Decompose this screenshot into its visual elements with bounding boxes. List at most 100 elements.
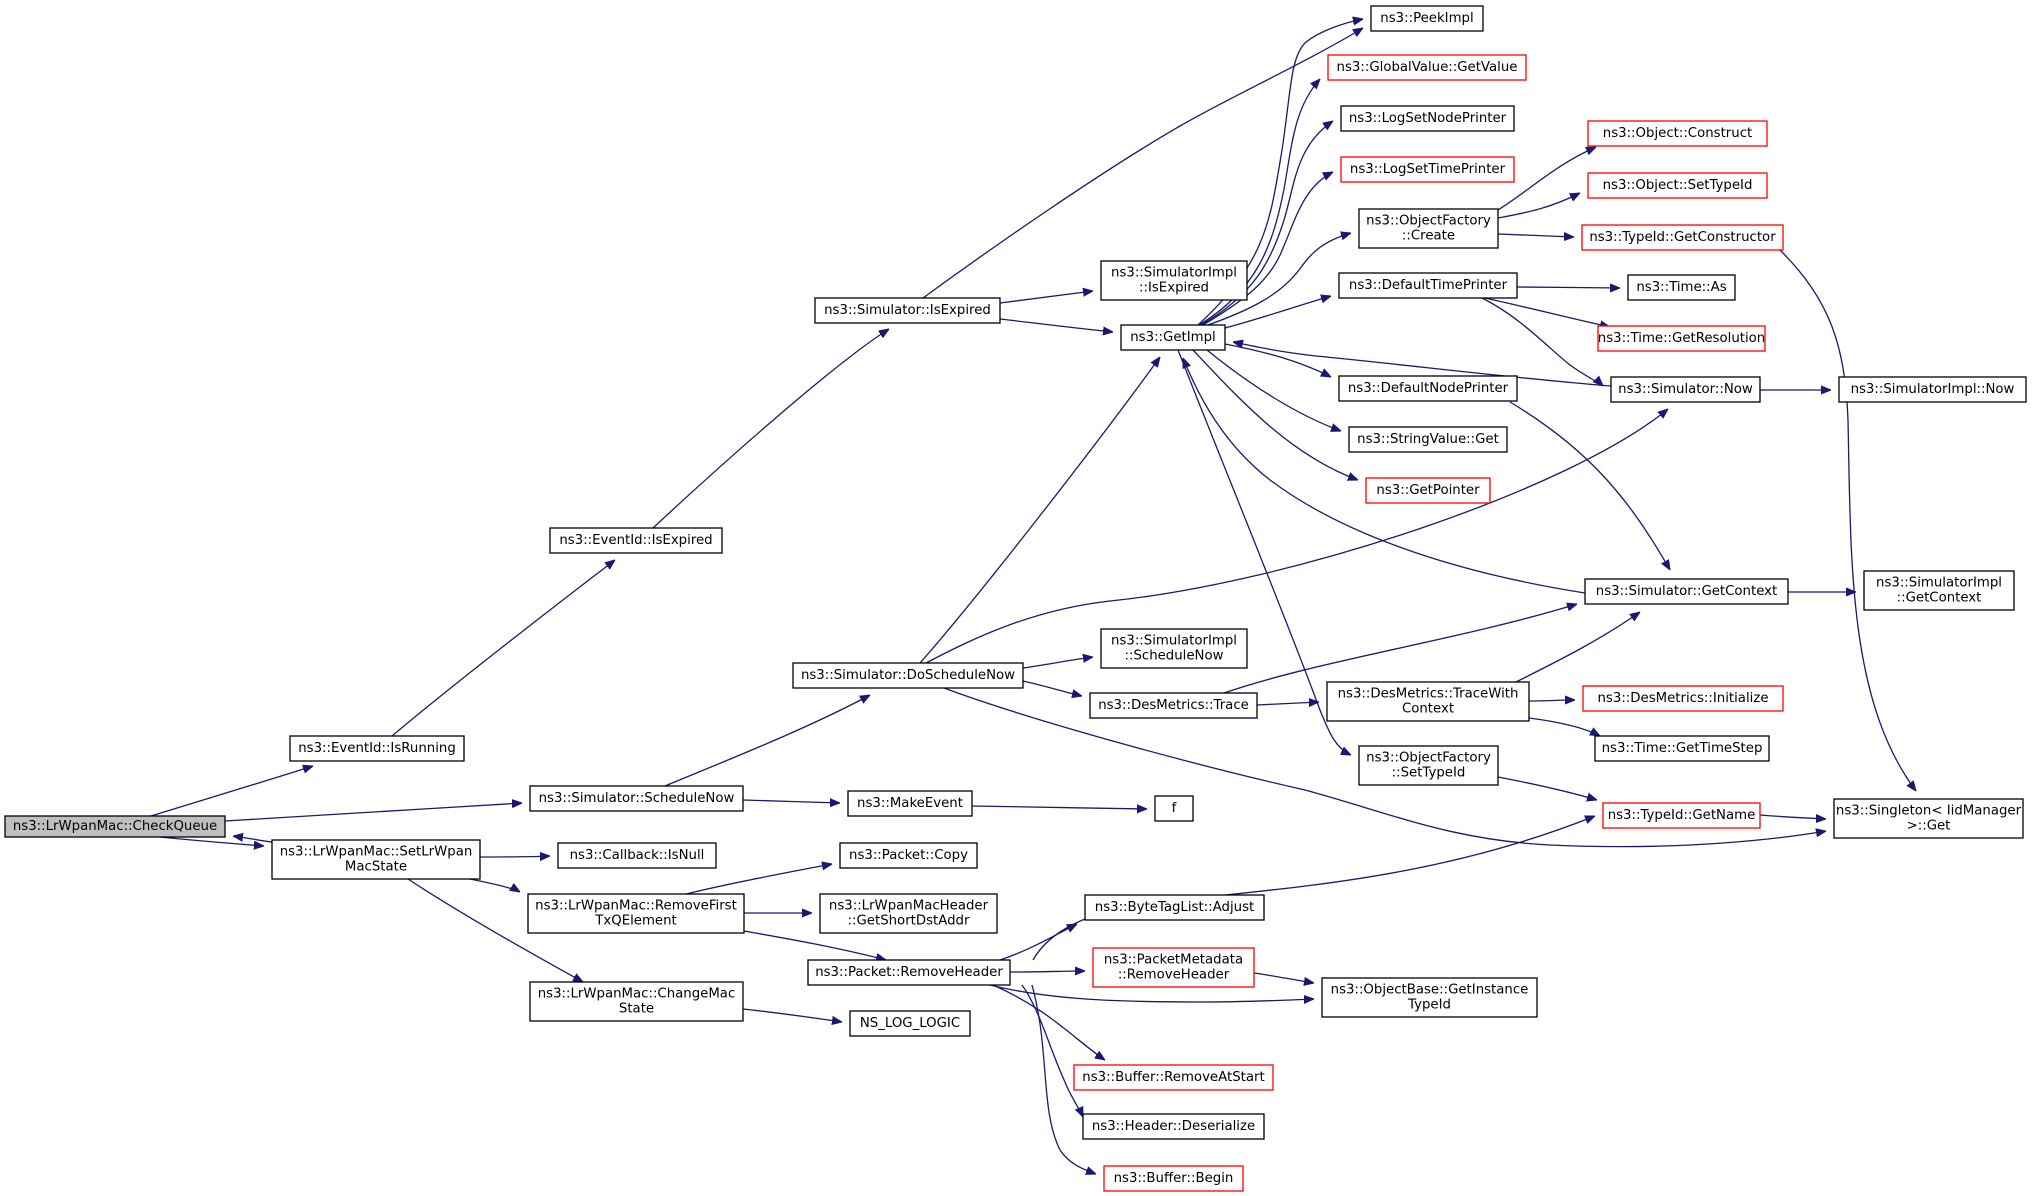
node-label: ns3::StringValue::Get — [1357, 432, 1499, 447]
node-box — [814, 297, 1001, 324]
node-label: ns3::GetImpl — [1130, 330, 1215, 345]
node-f[interactable]: f — [1154, 795, 1194, 822]
node-time_as[interactable]: ns3::Time::As — [1627, 274, 1736, 301]
node-box — [1326, 681, 1530, 722]
node-box — [792, 662, 1024, 689]
edge-makeevent-to-f — [971, 806, 1147, 809]
edge-des_trace-to-sim_getcontext — [1223, 604, 1577, 694]
node-label: ns3::LrWpanMac::CheckQueue — [13, 819, 217, 834]
node-cb_isnull[interactable]: ns3::Callback::IsNull — [557, 842, 717, 869]
node-box — [1581, 224, 1784, 251]
node-doschedulenow[interactable]: ns3::Simulator::DoScheduleNow — [792, 662, 1024, 689]
node-sim_now[interactable]: ns3::Simulator::Now — [1610, 376, 1761, 403]
node-schedulenow[interactable]: ns3::Simulator::ScheduleNow — [529, 785, 744, 812]
edge-removefirst-to-removeheader — [743, 930, 886, 960]
node-label: ns3::ObjectFactory — [1366, 214, 1491, 229]
node-buf_removeatstart[interactable]: ns3::Buffer::RemoveAtStart — [1073, 1064, 1274, 1091]
node-simimpl_isexpired[interactable]: ns3::SimulatorImpl::IsExpired — [1100, 260, 1248, 301]
node-des_init[interactable]: ns3::DesMetrics::Initialize — [1582, 685, 1784, 712]
node-getimpl[interactable]: ns3::GetImpl — [1120, 324, 1226, 351]
node-box — [1073, 1064, 1274, 1091]
node-simimpl_getcontext[interactable]: ns3::SimulatorImpl::GetContext — [1863, 570, 2015, 611]
node-box — [271, 839, 481, 880]
node-makeevent[interactable]: ns3::MakeEvent — [847, 790, 973, 817]
node-box — [1103, 1165, 1244, 1192]
edge-des_tracewith-to-des_init — [1528, 700, 1575, 701]
node-defaultnode[interactable]: ns3::DefaultNodePrinter — [1338, 375, 1518, 402]
node-box — [1358, 745, 1499, 786]
node-label: ns3::Time::As — [1636, 280, 1726, 295]
node-box — [1370, 5, 1484, 32]
node-eid_isexpired[interactable]: ns3::EventId::IsExpired — [549, 527, 723, 554]
node-box — [1338, 272, 1518, 299]
node-label: ns3::Header::Deserialize — [1092, 1119, 1255, 1134]
node-label: TypeId — [1407, 998, 1451, 1013]
node-label: ns3::Simulator::IsExpired — [824, 303, 991, 318]
edge-removeheader-to-pm_removeheader — [1009, 971, 1085, 972]
node-pkt_copy[interactable]: ns3::Packet::Copy — [839, 842, 978, 869]
edge-getimpl-to-defaulttime — [1224, 296, 1331, 329]
node-getshortdst[interactable]: ns3::LrWpanMacHeader::GetShortDstAddr — [819, 893, 998, 934]
node-box — [1582, 685, 1784, 712]
node-sim_getcontext[interactable]: ns3::Simulator::GetContext — [1584, 578, 1789, 605]
node-tid_getconstructor[interactable]: ns3::TypeId::GetConstructor — [1581, 224, 1784, 251]
edge-removeheader-to-tid_getname — [1032, 815, 1595, 961]
node-label: ns3::Simulator::GetContext — [1596, 584, 1777, 599]
node-tid_getname[interactable]: ns3::TypeId::GetName — [1602, 802, 1761, 829]
node-of_settypeid[interactable]: ns3::ObjectFactory::SetTypeId — [1358, 745, 1499, 786]
edge-defaulttime-to-time_as — [1516, 287, 1620, 288]
node-label: ::RemoveHeader — [1118, 968, 1230, 983]
node-label: MacState — [345, 860, 407, 875]
edge-defaultnode-to-sim_getcontext — [1509, 401, 1670, 570]
node-sv_get[interactable]: ns3::StringValue::Get — [1348, 426, 1508, 453]
edge-of_create-to-tid_getconstructor — [1497, 234, 1574, 237]
node-ns_log_logic[interactable]: NS_LOG_LOGIC — [849, 1010, 971, 1037]
node-box — [527, 893, 745, 934]
node-simimpl_schedulenow[interactable]: ns3::SimulatorImpl::ScheduleNow — [1100, 628, 1248, 669]
node-of_create[interactable]: ns3::ObjectFactory::Create — [1358, 208, 1499, 249]
node-checkqueue[interactable]: ns3::LrWpanMac::CheckQueue — [4, 815, 226, 838]
node-simimpl_now[interactable]: ns3::SimulatorImpl::Now — [1838, 376, 2027, 403]
node-label: ns3::PeekImpl — [1380, 11, 1473, 26]
node-hdr_deserialize[interactable]: ns3::Header::Deserialize — [1082, 1113, 1265, 1140]
node-time_getres[interactable]: ns3::Time::GetResolution — [1597, 325, 1766, 352]
node-peekimpl[interactable]: ns3::PeekImpl — [1370, 5, 1484, 32]
node-box — [1154, 795, 1194, 822]
node-box — [1627, 274, 1736, 301]
node-box — [1594, 735, 1770, 762]
node-obj_settypeid[interactable]: ns3::Object::SetTypeId — [1587, 172, 1768, 199]
node-time_gettimestep[interactable]: ns3::Time::GetTimeStep — [1594, 735, 1770, 762]
node-label: ns3::EventId::IsRunning — [298, 741, 456, 756]
node-label: ns3::DefaultNodePrinter — [1348, 381, 1509, 396]
edge-sim_getcontext-to-getimpl — [1182, 358, 1586, 594]
edge-removeheader-to-objbase_gettid — [989, 984, 1314, 1002]
node-bytetag[interactable]: ns3::ByteTagList::Adjust — [1084, 894, 1265, 921]
node-isrunning[interactable]: ns3::EventId::IsRunning — [289, 735, 465, 762]
node-sim_isexpired[interactable]: ns3::Simulator::IsExpired — [814, 297, 1001, 324]
node-pm_removeheader[interactable]: ns3::PacketMetadata::RemoveHeader — [1092, 947, 1255, 988]
node-box — [557, 842, 717, 869]
node-getpointer[interactable]: ns3::GetPointer — [1365, 477, 1491, 504]
node-label: ns3::SimulatorImpl — [1111, 266, 1237, 281]
node-singleton_get[interactable]: ns3::Singleton< IidManager>::Get — [1833, 798, 2024, 839]
node-logtime[interactable]: ns3::LogSetTimePrinter — [1340, 156, 1515, 183]
node-lognode[interactable]: ns3::LogSetNodePrinter — [1340, 105, 1515, 132]
node-box — [1597, 325, 1766, 352]
node-label: ns3::DefaultTimePrinter — [1349, 278, 1508, 293]
node-label: NS_LOG_LOGIC — [860, 1016, 960, 1031]
node-buf_begin[interactable]: ns3::Buffer::Begin — [1103, 1165, 1244, 1192]
node-gv_getvalue[interactable]: ns3::GlobalValue::GetValue — [1327, 54, 1527, 81]
node-removeheader[interactable]: ns3::Packet::RemoveHeader — [807, 959, 1011, 986]
node-obj_construct[interactable]: ns3::Object::Construct — [1587, 120, 1768, 147]
node-label: ::SetTypeId — [1392, 766, 1466, 781]
node-des_trace[interactable]: ns3::DesMetrics::Trace — [1089, 692, 1258, 719]
node-box — [1358, 208, 1499, 249]
edge-getimpl-to-of_create — [1207, 233, 1351, 326]
node-defaulttime[interactable]: ns3::DefaultTimePrinter — [1338, 272, 1518, 299]
node-label: ns3::SimulatorImpl — [1111, 634, 1237, 649]
